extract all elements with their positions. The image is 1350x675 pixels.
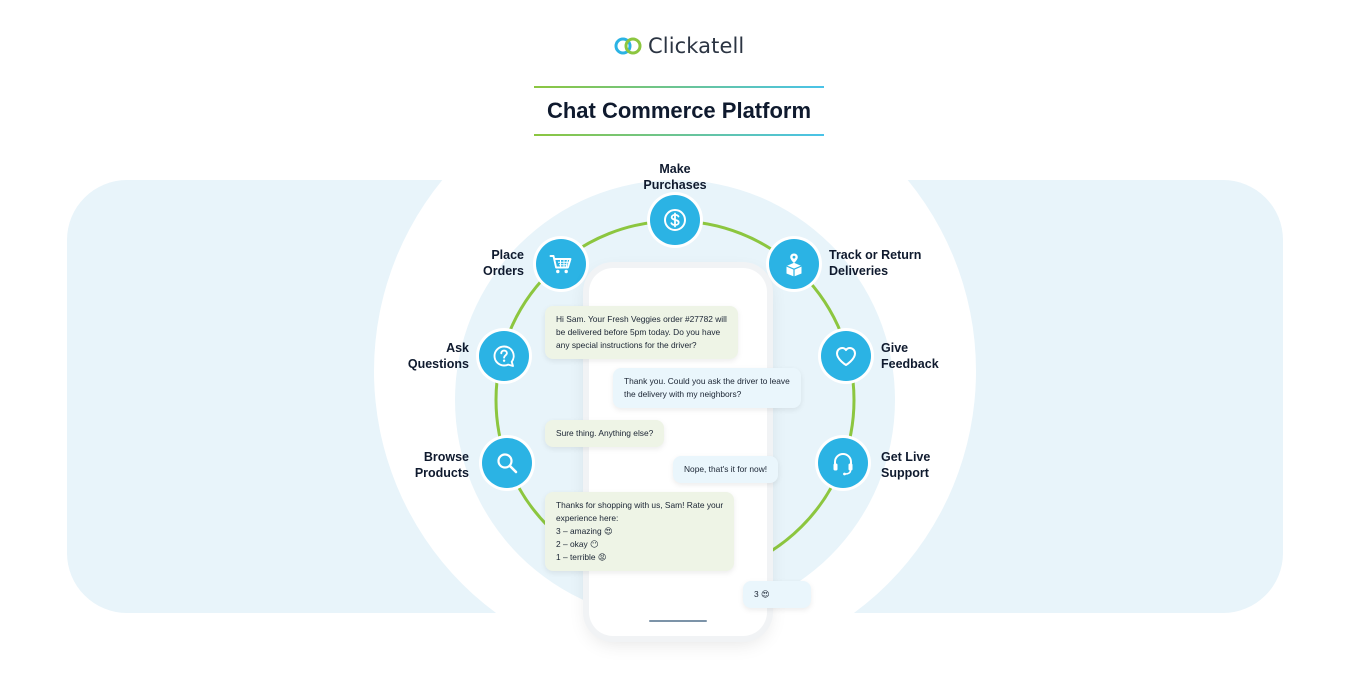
feature-label-ask-questions: Ask Questions <box>407 341 469 371</box>
question-icon <box>479 331 529 381</box>
feature-label-give-feedback: Give Feedback <box>881 341 939 371</box>
title-rule-bottom <box>534 134 824 136</box>
chat-bubble-user: Thank you. Could you ask the driver to l… <box>613 368 801 408</box>
chat-bubble-bot: Sure thing. Anything else? <box>545 420 665 447</box>
chat-bubble-user: 3 😍 <box>743 581 811 608</box>
brand-name: Clickatell <box>648 34 745 58</box>
page-title: Chat Commerce Platform <box>546 98 812 123</box>
headset-icon <box>818 438 868 488</box>
chat-bubble-user: Nope, that's it for now! <box>673 456 779 483</box>
delivery-box-icon <box>769 239 819 289</box>
feature-label-place-orders: Place Orders <box>483 248 524 278</box>
search-icon <box>482 438 532 488</box>
cart-icon <box>536 239 586 289</box>
chat-bubble-bot: Hi Sam. Your Fresh Veggies order #27782 … <box>545 306 738 359</box>
feature-label-track-return: Track or Return Deliveries <box>829 248 922 278</box>
chat-bubble-bot: Thanks for shopping with us, Sam! Rate y… <box>545 492 735 571</box>
feature-label-make-purchases: Make Purchases <box>643 162 707 192</box>
title-rule-top <box>534 86 824 88</box>
dollar-icon <box>650 195 700 245</box>
title-block: Chat Commerce Platform <box>534 86 824 136</box>
feature-label-browse-products: Browse Products <box>414 450 469 480</box>
brand-logo: Clickatell <box>613 33 744 59</box>
heart-icon <box>821 331 871 381</box>
feature-label-live-support: Get Live Support <box>881 450 931 480</box>
phone-home-indicator <box>649 620 707 622</box>
clickatell-logo-icon <box>614 37 642 55</box>
